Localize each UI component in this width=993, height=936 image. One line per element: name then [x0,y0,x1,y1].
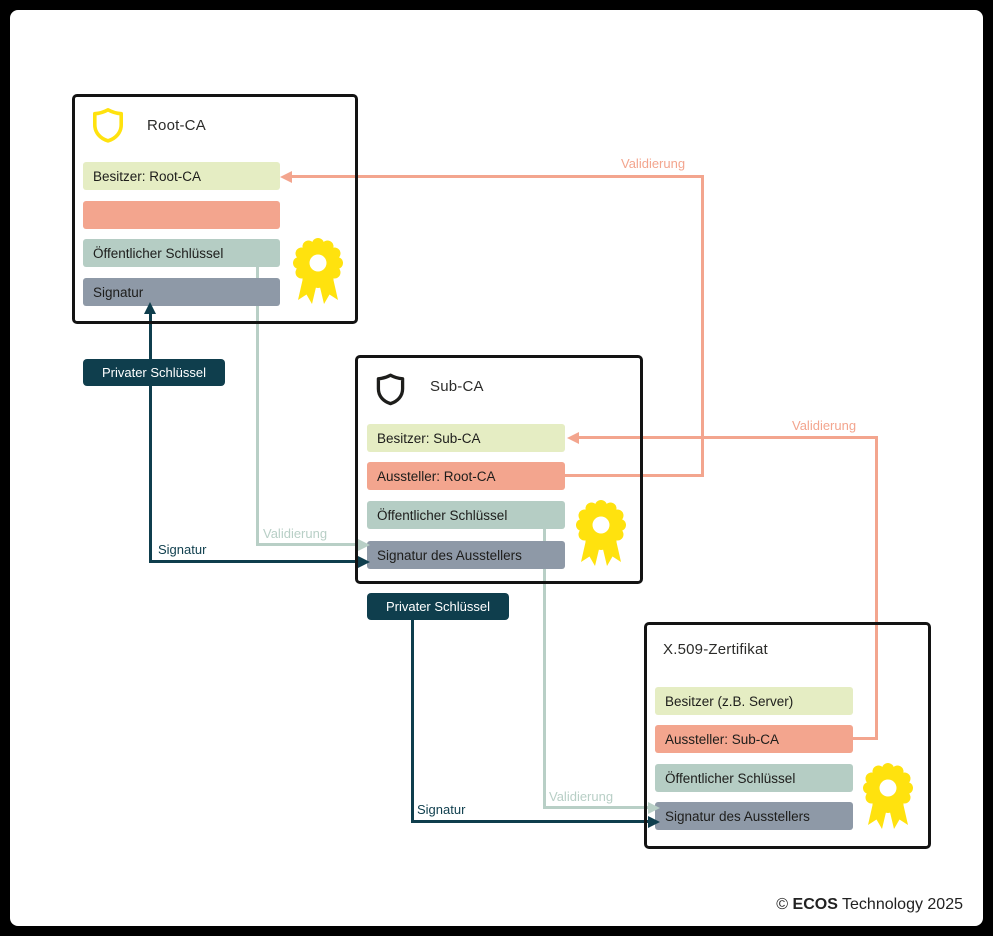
brand-name: ECOS [792,896,838,913]
root-ca-owner-row: Besitzer: Root-CA [83,162,280,190]
sub-ca-certificate-box: Sub-CA Besitzer: Sub-CA Aussteller: Root… [355,355,643,584]
validation-line-segment [578,436,878,439]
validation-line-segment [543,528,546,809]
copyright-prefix: © [776,896,793,913]
validation-arrowhead-icon [280,170,292,183]
validation-label: Validierung [263,526,328,541]
sub-private-key-pill: Privater Schlüssel [367,593,509,620]
copyright-suffix: Technology 2025 [837,896,963,913]
sub-ca-signature-row: Signatur des Ausstellers [367,541,565,569]
root-ca-signature-row: Signatur [83,278,280,306]
signature-arrowhead-icon [144,302,156,314]
award-seal-icon [860,761,916,838]
validation-line-segment [701,175,704,477]
root-ca-public-key-row: Öffentlicher Schlüssel [83,239,280,267]
validation-arrowhead-icon [648,801,660,814]
validation-line-segment [565,474,704,477]
validation-line-segment [290,175,704,178]
signature-label: Signatur [417,802,466,817]
sub-ca-issuer-row: Aussteller: Root-CA [367,462,565,490]
signature-line-segment [149,560,358,563]
certificate-title: X.509-Zertifikat [663,641,768,658]
sub-ca-public-key-row: Öffentlicher Schlüssel [367,501,565,529]
signature-line-segment [411,618,414,823]
x509-issuer-row: Aussteller: Sub-CA [655,725,853,753]
shield-icon [90,105,126,152]
signature-arrowhead-icon [648,815,660,828]
validation-label: Validierung [792,418,857,433]
signature-label: Signatur [158,542,207,557]
certificate-title: Root-CA [147,117,206,134]
signature-line-segment [411,820,648,823]
validation-label: Validierung [549,789,614,804]
root-ca-certificate-box: Root-CA Besitzer: Root-CA Öffentlicher S… [72,94,358,324]
x509-public-key-row: Öffentlicher Schlüssel [655,764,853,792]
validation-label: Validierung [621,156,686,171]
validation-line-segment [256,543,358,546]
shield-icon [374,371,407,414]
root-private-key-pill: Privater Schlüssel [83,359,225,386]
signature-arrowhead-icon [358,555,370,568]
award-seal-icon [573,498,629,575]
validation-line-segment [256,267,259,546]
x509-owner-row: Besitzer (z.B. Server) [655,687,853,715]
validation-arrowhead-icon [358,538,370,551]
sub-ca-owner-row: Besitzer: Sub-CA [367,424,565,452]
award-seal-icon [290,236,346,313]
x509-signature-row: Signatur des Ausstellers [655,802,853,830]
certificate-title: Sub-CA [430,378,484,395]
validation-line-segment [853,737,878,740]
copyright-notice: © ECOS Technology 2025 [776,896,963,914]
validation-line-segment [543,806,648,809]
validation-line-segment [875,436,878,740]
signature-line-segment [149,311,152,563]
x509-certificate-box: X.509-Zertifikat Besitzer (z.B. Server) … [644,622,931,849]
validation-arrowhead-icon [567,431,579,444]
root-ca-issuer-row [83,201,280,229]
